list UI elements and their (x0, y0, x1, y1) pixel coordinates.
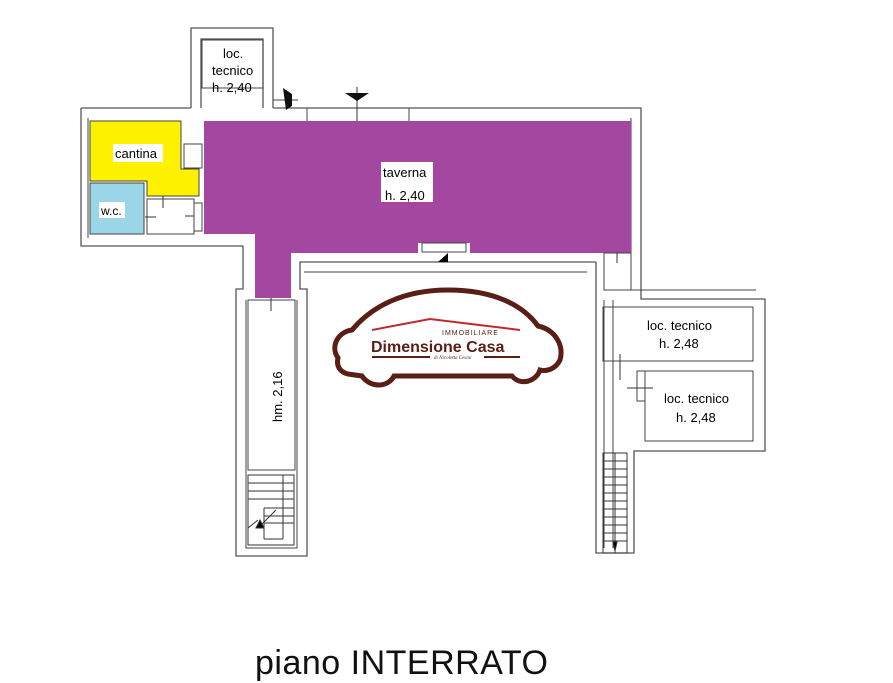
corridor-left: hm. 2,16 (247, 298, 296, 546)
taverna-label: taverna (383, 165, 427, 180)
loc-tecnico-right-2-height: h. 2,48 (676, 410, 716, 425)
car-silhouette-icon (332, 287, 564, 388)
loc-tecnico-right-1-label: loc. tecnico (647, 318, 712, 333)
room-loc-tecnico-right-1: loc. tecnico h. 2,48 (602, 306, 754, 362)
stairs-right (602, 452, 628, 554)
loc-tecnico-top-line1: loc. (223, 46, 243, 61)
door-arrow-icon (345, 93, 369, 101)
room-cantina: cantina (89, 120, 203, 197)
loc-tecnico-right-1-height: h. 2,48 (659, 336, 699, 351)
taverna-height: h. 2,40 (385, 188, 425, 203)
corridor-height: hm. 2,16 (270, 371, 285, 422)
room-taverna: taverna h. 2,40 (204, 121, 632, 298)
floor-title: piano INTERRATO (255, 644, 549, 682)
doors-top (273, 87, 410, 121)
logo-signature: di Nicoletta Cesini (434, 356, 472, 361)
roof-icon (371, 317, 521, 331)
loc-tecnico-right-2-label: loc. tecnico (664, 391, 729, 406)
room-loc-tecnico-right-2: loc. tecnico h. 2,48 (619, 354, 754, 442)
cantina-label: cantina (115, 146, 158, 161)
wc-label: w.c. (100, 204, 122, 218)
brand-logo: IMMOBILIARE Dimensione Casa di Nicoletta… (332, 287, 564, 388)
room-wc: w.c. (89, 182, 203, 235)
door-arrow-icon (283, 88, 292, 110)
loc-tecnico-top-height: h. 2,40 (212, 80, 252, 95)
loc-tecnico-top-line2: tecnico (212, 63, 253, 78)
stairs-left (247, 474, 295, 546)
logo-tagline: IMMOBILIARE (442, 330, 499, 337)
room-loc-tecnico-top: loc. tecnico h. 2,40 (201, 39, 264, 95)
outer-walls (80, 27, 766, 557)
logo-brand: Dimensione Casa (371, 339, 504, 356)
